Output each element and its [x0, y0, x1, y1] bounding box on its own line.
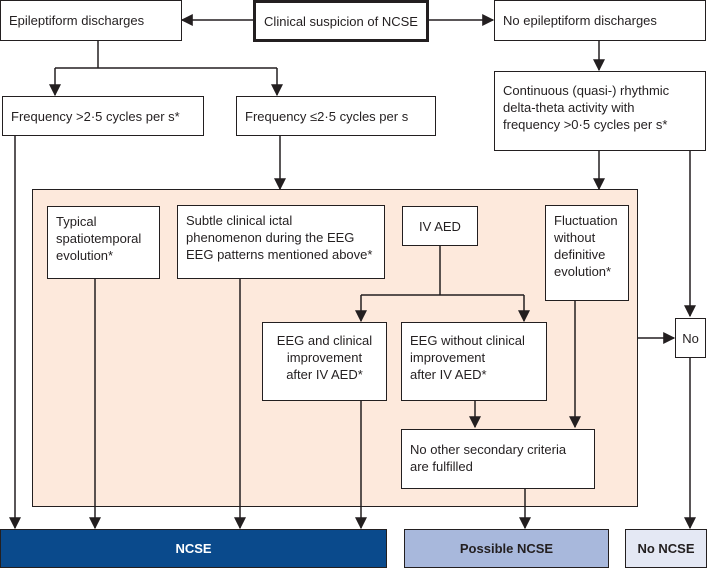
fluctuation-line-4: evolution* — [554, 264, 612, 279]
iv-aed-label: IV AED — [419, 218, 461, 234]
outcome-possible-ncse: Possible NCSE — [404, 529, 609, 568]
clinical-suspicion-box: Clinical suspicion of NCSE — [253, 0, 429, 42]
outcome-possible-label: Possible NCSE — [459, 541, 554, 556]
subtle-line-2: phenomenon during the EEG — [186, 230, 355, 245]
no-other-line-2: are fulfilled — [410, 459, 473, 474]
continuous-activity-box: Continuous (quasi-) rhythmic delta-theta… — [494, 71, 706, 151]
typical-line-3: evolution* — [56, 248, 114, 263]
outcome-ncse: NCSE — [0, 529, 387, 568]
fluctuation-line-3: definitive — [554, 247, 606, 262]
subtle-line-3: EEG patterns mentioned above* — [186, 247, 373, 262]
eeg-without-line-3: after IV AED* — [410, 367, 487, 382]
freq-low-label: Frequency ≤2·5 cycles per s — [245, 108, 409, 124]
epileptiform-box: Epileptiform discharges — [0, 0, 182, 41]
typical-line-2: spatiotemporal — [56, 231, 142, 246]
eeg-clinical-improvement-box: EEG and clinical improvement after IV AE… — [262, 322, 387, 401]
epileptiform-label: Epileptiform discharges — [9, 13, 145, 28]
continuous-line-3: frequency >0·5 cycles per s* — [503, 117, 668, 132]
eeg-clinical-line-2: improvement — [286, 350, 363, 365]
no-other-criteria-box: No other secondary criteria are fulfille… — [401, 429, 595, 489]
no-epileptiform-box: No epileptiform discharges — [494, 0, 706, 41]
no-other-line-1: No other secondary criteria — [410, 442, 567, 457]
no-box: No — [675, 318, 706, 358]
subtle-phenomenon-box: Subtle clinical ictal phenomenon during … — [177, 205, 385, 279]
outcome-ncse-label: NCSE — [175, 541, 212, 556]
typical-line-1: Typical — [56, 214, 97, 229]
eeg-without-improvement-box: EEG without clinical improvement after I… — [401, 322, 547, 401]
freq-high-box: Frequency >2·5 cycles per s* — [2, 96, 204, 136]
freq-high-label: Frequency >2·5 cycles per s* — [11, 108, 180, 124]
no-label: No — [682, 330, 699, 346]
outcome-no-ncse: No NCSE — [625, 529, 707, 568]
eeg-without-line-2: improvement — [410, 350, 486, 365]
fluctuation-line-1: Fluctuation — [554, 213, 618, 228]
eeg-clinical-line-1: EEG and clinical — [276, 333, 373, 348]
fluctuation-line-2: without — [554, 230, 596, 245]
fluctuation-box: Fluctuation without definitive evolution… — [545, 205, 629, 301]
typical-evolution-box: Typical spatiotemporal evolution* — [47, 206, 160, 279]
outcome-no-ncse-label: No NCSE — [637, 541, 695, 556]
eeg-clinical-line-3: after IV AED* — [286, 367, 363, 382]
clinical-suspicion-label: Clinical suspicion of NCSE — [264, 13, 418, 29]
no-epileptiform-label: No epileptiform discharges — [503, 13, 657, 28]
continuous-line-2: delta-theta activity with — [503, 100, 635, 115]
subtle-line-1: Subtle clinical ictal — [186, 213, 293, 228]
continuous-line-1: Continuous (quasi-) rhythmic — [503, 83, 670, 98]
iv-aed-box: IV AED — [402, 206, 478, 246]
eeg-without-line-1: EEG without clinical — [410, 333, 525, 348]
freq-low-box: Frequency ≤2·5 cycles per s — [236, 96, 436, 136]
